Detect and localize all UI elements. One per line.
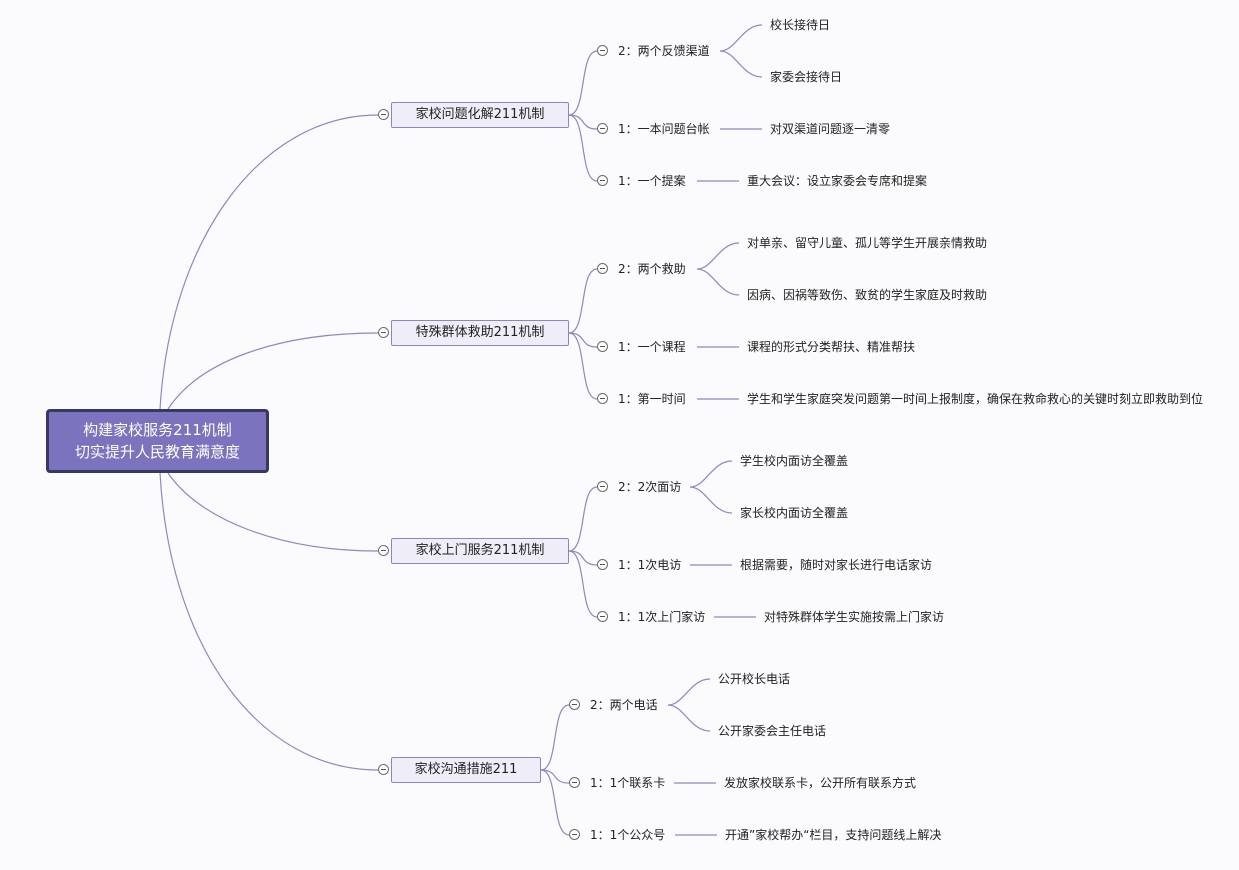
leaf-node[interactable]: 家长校内面访全覆盖 (740, 506, 849, 520)
collapse-icon[interactable] (597, 341, 608, 352)
connector-b2-fork-b (696, 268, 740, 296)
connector-root-branch3 (167, 472, 379, 552)
connector-b3-fork-b (689, 486, 733, 514)
connector-b4-fork-b (667, 704, 711, 732)
sub-node[interactable]: 2：两个反馈渠道 (618, 44, 710, 58)
sub-node[interactable]: 1：1个公众号 (590, 828, 666, 842)
root-title-line2: 切实提升人民教育满意度 (74, 443, 240, 461)
sub-node[interactable]: 1：1次电访 (618, 558, 682, 572)
connector-b4-item-1 (540, 769, 570, 784)
connector-b4-item-2 (540, 769, 570, 836)
connector-root-branch4 (159, 472, 379, 771)
connector-b1-item-0 (568, 50, 598, 116)
connector-b4-fork-a (667, 678, 711, 706)
leaf-node[interactable]: 开通”家校帮办“栏目，支持问题线上解决 (725, 828, 942, 842)
leaf-node[interactable]: 学生和学生家庭突发问题第一时间上报制度，确保在救命救心的关键时刻立即救助到位 (747, 392, 1204, 406)
connector-b4-item-0 (540, 704, 570, 771)
leaf-node[interactable]: 校长接待日 (770, 18, 831, 32)
collapse-icon[interactable] (597, 263, 608, 274)
leaf-node[interactable]: 对双渠道问题逐一清零 (770, 122, 891, 136)
branch-node-1[interactable]: 家校问题化解211机制 (391, 102, 569, 128)
sub-node[interactable]: 2：两个电话 (590, 698, 658, 712)
leaf-node[interactable]: 发放家校联系卡，公开所有联系方式 (724, 776, 917, 790)
root-title-line1: 构建家校服务211机制 (83, 421, 232, 439)
collapse-icon[interactable] (569, 777, 580, 788)
connector-b2-item-1 (568, 332, 598, 348)
collapse-icon[interactable] (378, 545, 389, 556)
collapse-icon[interactable] (597, 393, 608, 404)
sub-node[interactable]: 1：一个课程 (618, 340, 686, 354)
collapse-icon[interactable] (569, 699, 580, 710)
leaf-node[interactable]: 对特殊群体学生实施按需上门家访 (764, 610, 945, 624)
collapse-icon[interactable] (569, 829, 580, 840)
leaf-node[interactable]: 因病、因祸等致伤、致贫的学生家庭及时救助 (747, 288, 988, 302)
sub-node[interactable]: 2：两个救助 (618, 262, 686, 276)
branch-node-3[interactable]: 家校上门服务211机制 (391, 538, 569, 564)
collapse-icon[interactable] (378, 764, 389, 775)
connector-b1-item-2 (568, 114, 598, 182)
collapse-icon[interactable] (597, 481, 608, 492)
collapse-icon[interactable] (597, 559, 608, 570)
connector-b1-item-1 (568, 114, 598, 130)
leaf-node[interactable]: 家委会接待日 (770, 70, 843, 84)
sub-node[interactable]: 2：2次面访 (618, 480, 682, 494)
collapse-icon[interactable] (378, 109, 389, 120)
collapse-icon[interactable] (597, 123, 608, 134)
connector-root-branch1 (159, 114, 379, 410)
sub-node[interactable]: 1：1个联系卡 (590, 776, 666, 790)
connector-b1-fork-b (719, 50, 763, 78)
collapse-icon[interactable] (597, 175, 608, 186)
sub-node[interactable]: 1：第一时间 (618, 392, 686, 406)
connector-b1-fork-a (719, 24, 763, 52)
leaf-node[interactable]: 重大会议：设立家委会专席和提案 (747, 174, 928, 188)
connector-b3-item-2 (568, 550, 598, 618)
collapse-icon[interactable] (378, 327, 389, 338)
root-node[interactable]: 构建家校服务211机制 切实提升人民教育满意度 (46, 409, 269, 473)
sub-node[interactable]: 1：一个提案 (618, 174, 686, 188)
connector-b2-fork-a (696, 242, 740, 270)
leaf-node[interactable]: 课程的形式分类帮扶、精准帮扶 (747, 340, 916, 354)
leaf-node[interactable]: 根据需要，随时对家长进行电话家访 (740, 558, 933, 572)
collapse-icon[interactable] (597, 45, 608, 56)
leaf-node[interactable]: 学生校内面访全覆盖 (740, 454, 849, 468)
connector-b3-fork-a (689, 460, 733, 488)
connector-b2-item-0 (568, 268, 598, 334)
sub-node[interactable]: 1：1次上门家访 (618, 610, 706, 624)
leaf-node[interactable]: 公开校长电话 (718, 672, 791, 686)
sub-node[interactable]: 1：一本问题台帐 (618, 122, 710, 136)
leaf-node[interactable]: 对单亲、留守儿童、孤儿等学生开展亲情救助 (747, 236, 988, 250)
branch-node-4[interactable]: 家校沟通措施211 (391, 757, 541, 783)
connector-b3-item-1 (568, 550, 598, 566)
connector-b2-item-2 (568, 332, 598, 400)
connector-root-branch2 (167, 332, 379, 410)
collapse-icon[interactable] (597, 611, 608, 622)
connector-b3-item-0 (568, 486, 598, 552)
leaf-node[interactable]: 公开家委会主任电话 (718, 724, 827, 738)
branch-node-2[interactable]: 特殊群体救助211机制 (391, 320, 569, 346)
